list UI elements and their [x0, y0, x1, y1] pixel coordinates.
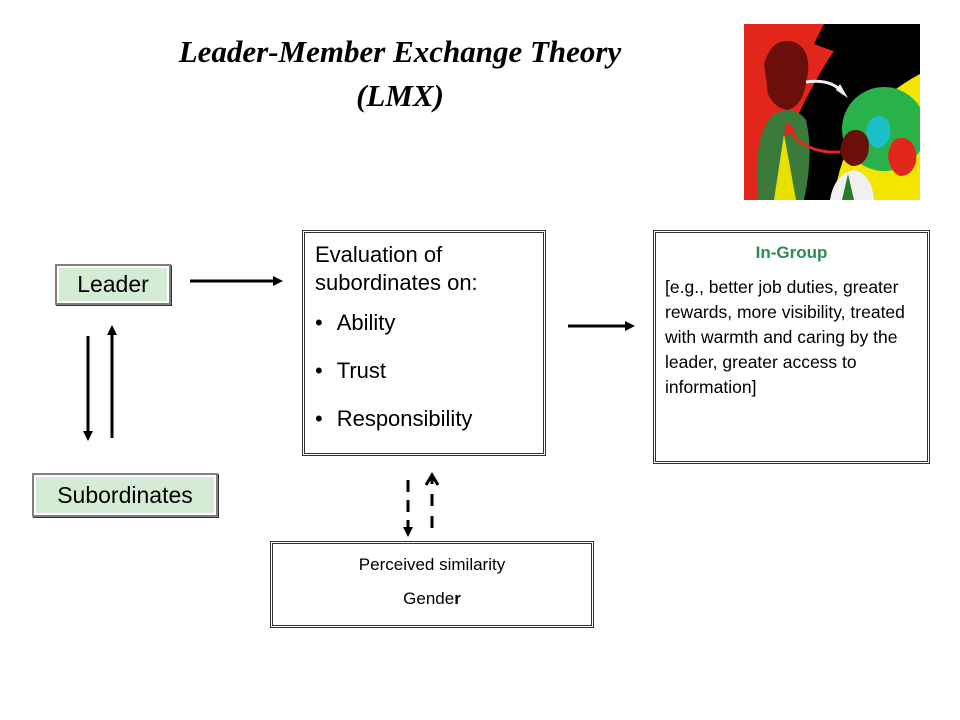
subordinates-box: Subordinates: [32, 473, 218, 517]
leader-box: Leader: [55, 264, 171, 305]
people-group-clipart-icon: [744, 24, 920, 200]
title-line-1: Leader-Member Exchange Theory: [178, 34, 622, 69]
evaluation-heading: Evaluation of subordinates on:: [315, 242, 478, 295]
leader-label: Leader: [77, 271, 149, 297]
in-group-box: In-Group [e.g., better job duties, great…: [653, 230, 930, 464]
subordinates-label: Subordinates: [57, 481, 193, 508]
evaluation-criteria-list: Ability Trust Responsibility: [315, 311, 533, 431]
criterion-item: Trust: [315, 359, 533, 383]
criterion-item: Responsibility: [315, 407, 533, 431]
similarity-label: Perceived similarity: [358, 555, 506, 574]
evaluation-box: Evaluation of subordinates on: Ability T…: [302, 230, 546, 456]
criterion-item: Ability: [315, 311, 533, 335]
title-line-2: (LMX): [356, 78, 444, 113]
gender-label: Gender: [273, 589, 591, 609]
slide-title: Leader-Member Exchange Theory (LMX): [100, 30, 700, 118]
gender-text-bold: r: [454, 589, 461, 608]
in-group-title: In-Group: [755, 243, 828, 262]
similarity-box: Perceived similarity Gender: [270, 541, 594, 628]
in-group-description: [e.g., better job duties, greater reward…: [665, 277, 905, 397]
gender-text: Gende: [403, 589, 455, 608]
